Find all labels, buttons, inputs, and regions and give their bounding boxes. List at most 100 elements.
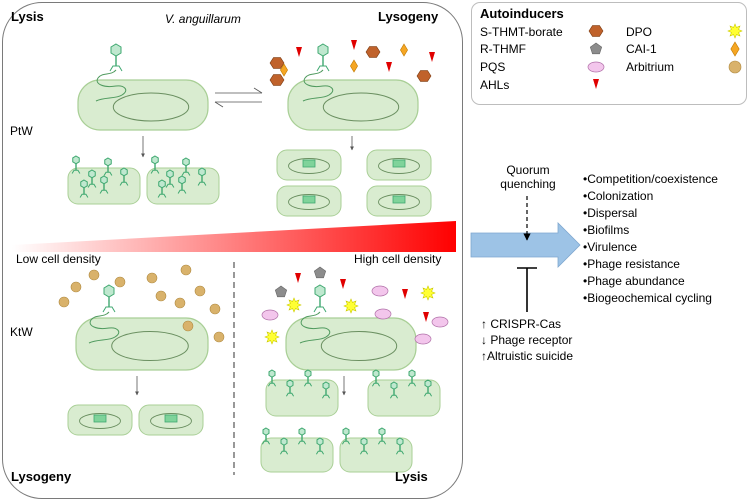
ptw-progeny-phage-7-head (151, 155, 159, 165)
ptw-progeny-phage-1-fibers (71, 169, 81, 174)
ktw-burst-cell-4 (339, 437, 413, 473)
ktw-lysogeny-phage-fibers (102, 306, 116, 313)
ptw-lysogen-2-chromosome (378, 158, 420, 174)
ptw-label: PtW (10, 124, 33, 138)
ktw-progeny-phage-4-fibers (321, 394, 331, 399)
outcome-phage-abundance: •Phage abundance (583, 274, 685, 288)
ktw-progeny-phage-2-head (286, 379, 294, 388)
ptw-ai-hex-3 (365, 46, 381, 58)
legend-title: Autoinducers (480, 6, 564, 21)
ktw-lysogeny-cell-nucleoid (111, 330, 189, 362)
quorum-quenching-label: Quorum quenching (500, 163, 556, 191)
ktw-ai-star-4 (264, 329, 280, 345)
equilibrium-arrowhead-forward (253, 87, 263, 94)
ktw-ai-pqs-1 (261, 309, 279, 321)
ktw-progeny-phage-10-fibers (279, 450, 289, 455)
ktw-arbitrium-7 (155, 290, 167, 302)
ptw-lysogen-4-chromosome (378, 194, 420, 210)
ptw-lysogeny-phage-fibers (316, 65, 330, 72)
ktw-lysogen-1-prophage (93, 414, 107, 423)
ktw-arbitrium-9 (194, 285, 206, 297)
legend-box (471, 2, 747, 105)
ptw-ai-hex-4 (416, 70, 432, 82)
ktw-progeny-phage-7-head (408, 369, 416, 378)
ktw-progeny-phage-9-fibers (261, 440, 271, 445)
ptw-progeny-phage-6-fibers (99, 189, 109, 194)
ktw-progeny-phage-3-fibers (303, 382, 313, 387)
outcome-virulence: •Virulence (583, 240, 638, 254)
ktw-ai-ahl-1 (295, 273, 301, 283)
ktw-lysogen-2-chromosome (150, 413, 192, 429)
outcome-biofilms: •Biofilms (583, 223, 630, 237)
ptw-lysogen-3-chromosome (288, 194, 330, 210)
ktw-progeny-phage-12-fibers (315, 450, 325, 455)
ptw-progeny-phage-10-fibers (197, 181, 207, 186)
defense-crispr-cas: ↑ CRISPR-Cas (481, 317, 562, 331)
ktw-progeny-phage-4-head (322, 381, 330, 390)
ptw-progeny-phage-3-head (104, 157, 112, 167)
ktw-progeny-phage-7-fibers (407, 382, 417, 387)
legend-label-s-thmt-borate: S-THMT-borate (480, 25, 563, 39)
ptw-progeny-phage-4-fibers (119, 181, 129, 186)
ktw-progeny-phage-11-head (298, 427, 306, 436)
ptw-lysogen-1-chromosome (288, 158, 330, 174)
ktw-ai-ahl-2 (340, 279, 346, 289)
lysogeny-top-label: Lysogeny (378, 9, 439, 24)
ktw-lysogen-2-prophage (164, 414, 178, 423)
ptw-ai-ahl-1 (296, 47, 302, 57)
legend-icon-ahls (593, 79, 599, 89)
ktw-arbitrium-5 (180, 264, 192, 276)
defense-phage-receptor: ↓ Phage receptor (481, 333, 573, 347)
ktw-ai-pentagon-2 (274, 285, 288, 298)
ktw-progeny-phage-15-head (378, 427, 386, 436)
legend-label-dpo: DPO (626, 25, 653, 39)
ktw-lysis-phage-head (314, 284, 326, 298)
ktw-burst-cell-2 (367, 379, 441, 417)
ktw-ai-star-2 (343, 298, 359, 314)
legend-icon-arbitrium (728, 60, 742, 74)
legend-icon-s-thmt-borate (588, 25, 604, 37)
ptw-progeny-phage-2-head (88, 169, 96, 179)
ptw-progeny-phage-6-head (100, 175, 108, 185)
ktw-ai-pentagon-1 (313, 266, 327, 279)
ptw-lysogen-2-prophage (392, 159, 406, 168)
ptw-progeny-phage-12-head (178, 175, 186, 185)
ktw-arbitrium-2 (88, 269, 100, 281)
lysis-top-label: Lysis (11, 9, 44, 24)
ptw-progeny-phage-2-fibers (87, 183, 97, 188)
species-label: V. anguillarum (165, 12, 241, 26)
ptw-progeny-phage-9-fibers (181, 171, 191, 176)
ptw-burst-cell-2 (146, 167, 220, 205)
ptw-lysogen-3-prophage (302, 195, 316, 204)
ktw-arbitrium-3 (114, 276, 126, 288)
outcome-dispersal: •Dispersal (583, 206, 638, 220)
legend-label-pqs: PQS (480, 60, 506, 74)
ptw-ai-ahl-2 (351, 40, 357, 50)
ktw-lysogeny-injected-dna (88, 311, 120, 344)
ptw-lysogen-1-prophage (302, 159, 316, 168)
legend-label-r-thmf: R-THMF (480, 42, 526, 56)
legend-icon-cai-1 (730, 41, 740, 57)
legend-label-cai-1: CAI-1 (626, 42, 657, 56)
ptw-lysogeny-injected-dna (302, 69, 334, 102)
ptw-ai-hex-2 (269, 74, 285, 86)
ktw-ai-pqs-3 (374, 308, 392, 320)
cell-density-gradient (12, 221, 456, 252)
outcome-competition: •Competition/coexistence (583, 172, 718, 186)
ktw-ai-star-3 (420, 285, 436, 301)
ptw-progeny-phage-4-head (120, 167, 128, 177)
defense-altruistic-suicide: ↑Altruistic suicide (481, 349, 574, 363)
legend-label-arbitrium: Arbitrium (626, 60, 675, 74)
ptw-progeny-phage-7-fibers (150, 169, 160, 174)
ktw-ai-ahl-4 (423, 312, 429, 322)
ktw-progeny-phage-1-head (268, 369, 276, 378)
outcome-phage-resistance: •Phage resistance (583, 257, 680, 271)
ptw-progeny-phage-12-fibers (177, 189, 187, 194)
ktw-label: KtW (10, 325, 33, 339)
ktw-progeny-phage-16-fibers (395, 450, 405, 455)
ktw-progeny-phage-14-head (360, 437, 368, 446)
ptw-progeny-phage-8-fibers (165, 183, 175, 188)
ktw-progeny-phage-16-head (396, 437, 404, 446)
ktw-progeny-phage-6-fibers (389, 394, 399, 399)
